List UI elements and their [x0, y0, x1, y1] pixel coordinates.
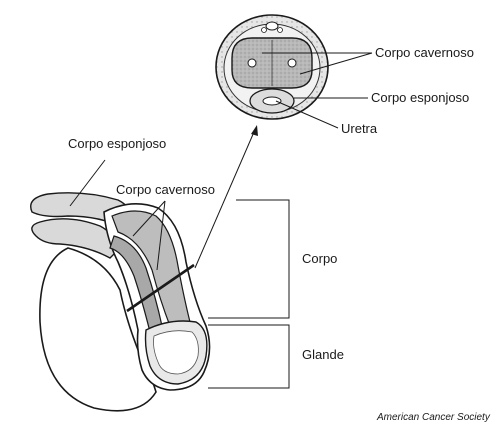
credit-text: American Cancer Society — [376, 412, 491, 423]
dorsal-vein — [265, 21, 279, 31]
leader-esponjoso-left — [69, 159, 106, 207]
side-view-leaders — [69, 159, 166, 271]
leader-uretra — [275, 100, 339, 129]
leader-cavernoso-right — [299, 52, 373, 75]
label-corpo-cavernoso-top: Corpo cavernoso — [375, 45, 474, 60]
arrow-head — [251, 125, 258, 136]
label-corpo: Corpo — [302, 251, 337, 266]
label-corpo-cavernoso-mid: Corpo cavernoso — [116, 182, 215, 197]
glans-inner — [153, 330, 199, 375]
label-corpo-esponjoso-left: Corpo esponjoso — [68, 136, 166, 151]
bracket-corpo — [208, 199, 290, 319]
cavernous-artery-right — [287, 58, 297, 68]
cross-section-leaders — [262, 52, 373, 129]
shaft-corpus-cavernosum — [111, 210, 191, 327]
dorsal-vessel-left — [261, 27, 267, 33]
side-view — [30, 192, 211, 412]
bracket-glande — [208, 324, 290, 389]
label-glande: Glande — [302, 347, 344, 362]
dorsal-vessel-right — [277, 27, 283, 33]
label-uretra: Uretra — [341, 121, 378, 136]
label-corpo-esponjoso-right: Corpo esponjoso — [371, 90, 469, 105]
section-cut-line — [126, 263, 195, 313]
leader-cavernoso-mid-b — [156, 200, 166, 271]
cavernous-artery-left — [247, 58, 257, 68]
cross-section — [215, 14, 329, 120]
cross-section-urethra — [262, 96, 282, 106]
leader-cavernoso-mid-a — [132, 200, 166, 237]
scrotum — [39, 247, 157, 412]
section-arrow — [194, 125, 258, 269]
